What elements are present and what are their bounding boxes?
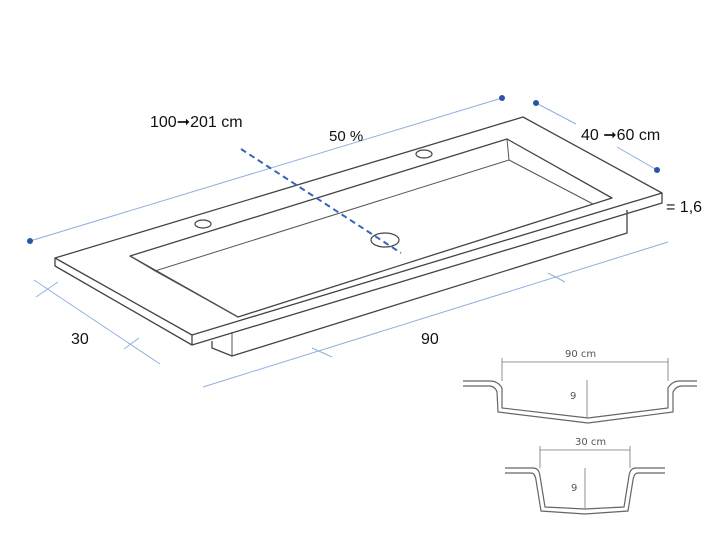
drain-position-label: 50 %	[329, 128, 363, 145]
basin-left-wall	[154, 270, 239, 318]
front-edge-tick-b	[123, 337, 140, 350]
drain-icon	[370, 232, 400, 248]
depth-dimension-line-b	[616, 146, 658, 171]
tap-hole-left-icon	[194, 219, 212, 229]
top-edge-thickness	[54, 193, 663, 346]
basin-top	[54, 116, 663, 346]
front-edge-label: 30	[71, 331, 89, 348]
basin-length-label: 90	[421, 331, 439, 348]
length-range-label: 100➞201 cm	[150, 114, 243, 131]
front-edge-dimension-line	[33, 279, 161, 365]
long-section-width-label: 90 cm	[565, 349, 596, 360]
depth-dimension-start-dot	[533, 100, 539, 106]
length-dimension-start-dot	[27, 238, 33, 244]
length-dimension-line	[29, 97, 503, 242]
short-section-outer	[505, 467, 665, 510]
basin-floor-edge	[508, 159, 594, 205]
thickness-label: = 1,6	[666, 199, 702, 216]
long-section-inner	[463, 385, 697, 424]
tap-hole-right-icon	[415, 149, 433, 159]
short-section-depth-label: 9	[571, 483, 577, 494]
basin-body	[211, 210, 628, 357]
basin-length-dimension-line	[202, 241, 669, 388]
depth-dimension-line-a	[535, 102, 577, 125]
short-cross-section: 30 cm 9	[505, 437, 665, 515]
short-section-inner	[505, 472, 665, 515]
depth-dimension-end-dot	[654, 167, 660, 173]
short-section-width-label: 30 cm	[575, 437, 606, 448]
long-cross-section: 90 cm 9	[463, 349, 697, 424]
front-edge-dimension	[33, 279, 161, 365]
basin-length-tick-a	[311, 347, 333, 358]
long-section-outer	[463, 380, 697, 419]
depth-range-label: 40 ➞60 cm	[581, 127, 660, 144]
length-dimension-end-dot	[499, 95, 505, 101]
length-dimension	[27, 95, 505, 244]
depth-dimension	[533, 100, 660, 173]
basin-length-dimension	[202, 241, 669, 388]
drain-axis-line	[240, 148, 402, 254]
basin-length-tick-b	[547, 272, 566, 283]
long-section-depth-label: 9	[570, 391, 576, 402]
basin-back-wall	[129, 138, 510, 272]
front-edge-tick-a	[35, 281, 59, 298]
